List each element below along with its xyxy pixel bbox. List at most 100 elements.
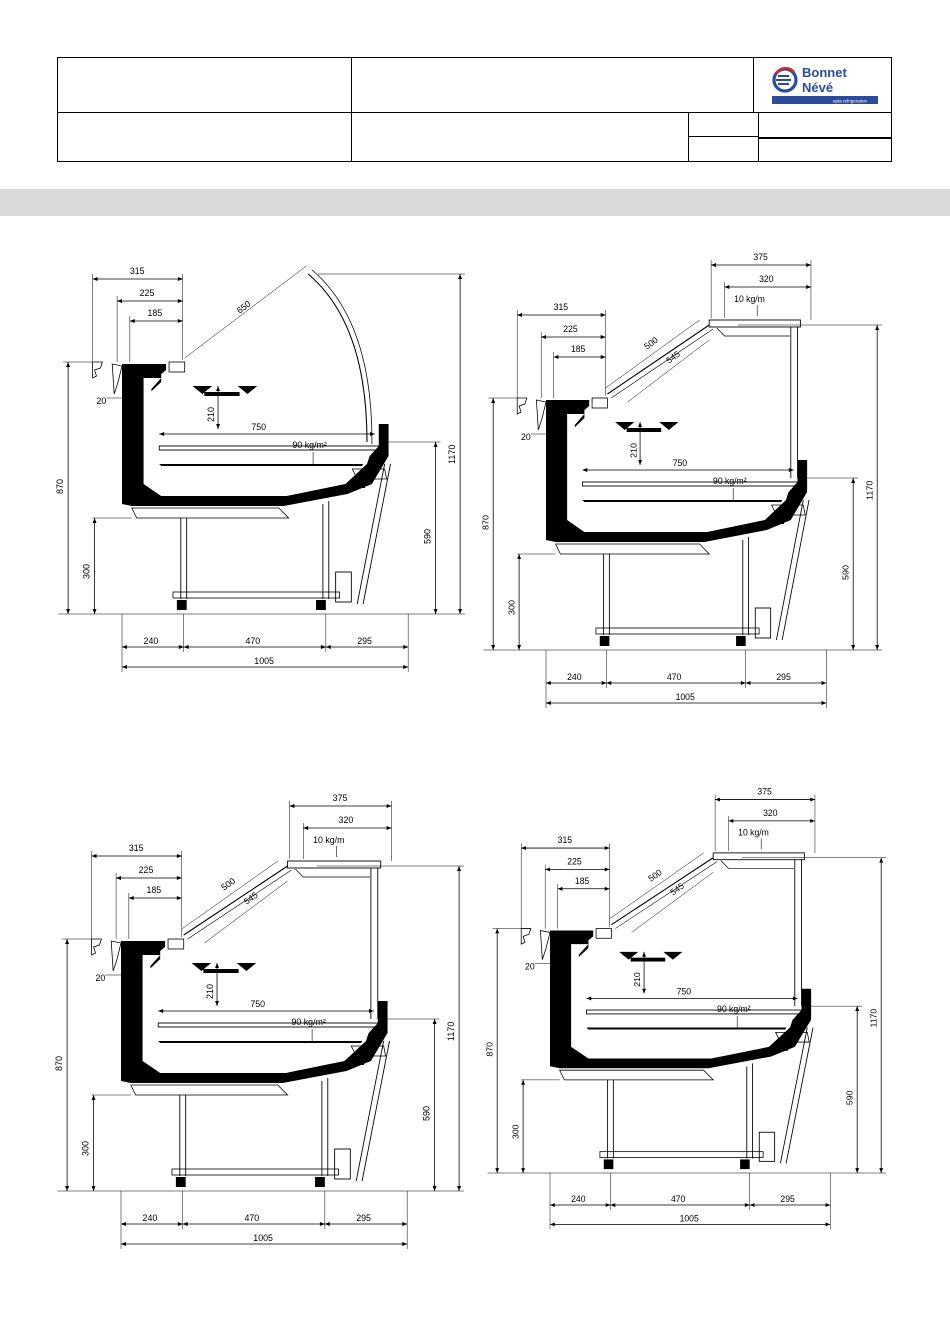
dim-label-295: 295 (780, 1194, 795, 1204)
dim-label-1170: 1170 (868, 1009, 878, 1028)
dim-label-20: 20 (97, 396, 107, 406)
dim-1005 (550, 1222, 831, 1227)
dim-590 (855, 1006, 860, 1173)
dim-label-1170: 1170 (447, 445, 457, 464)
front-glass (607, 324, 710, 395)
dim-label-315: 315 (554, 302, 568, 312)
dim-1170 (458, 274, 463, 614)
top-shelf (712, 852, 805, 861)
top-shelf (708, 319, 801, 328)
load-label-shelf: 90 kg/m² (292, 1017, 326, 1027)
dim-295 (745, 681, 827, 685)
load-label-shelf: 90 kg/m² (717, 1004, 751, 1014)
title-cell-3 (58, 113, 352, 161)
load-label-shelf: 90 kg/m² (713, 476, 747, 486)
display-shelf (586, 1009, 803, 1015)
dim-label-300: 300 (506, 600, 516, 615)
dim-470 (183, 645, 326, 649)
display-shelf (157, 1022, 380, 1028)
dim-1170 (879, 857, 884, 1173)
dim-295 (325, 645, 409, 649)
dim-1170 (875, 325, 880, 650)
dim-750 (582, 468, 794, 472)
dim-295 (749, 1203, 831, 1207)
title-cell-4 (352, 113, 689, 161)
dim-label-1170: 1170 (865, 481, 875, 500)
dim-label-240: 240 (143, 1213, 158, 1223)
dim-label-185: 185 (147, 308, 162, 318)
dim-label-470: 470 (244, 1213, 259, 1223)
brand-tagline: epta refrigeration (833, 99, 868, 104)
dim-185 (553, 355, 606, 359)
dim-label-295: 295 (356, 1213, 371, 1223)
dim-label-185: 185 (571, 344, 585, 354)
dim-label-320: 320 (339, 815, 354, 825)
dim-label-870: 870 (481, 515, 491, 530)
dim-315 (517, 313, 606, 317)
dim-label-210: 210 (632, 972, 642, 987)
curved-glass (307, 273, 368, 443)
bonnet-neve-logo: Bonnet Névé epta refrigeration (772, 65, 878, 104)
dim-label-470: 470 (667, 672, 681, 682)
dim-225 (545, 867, 610, 872)
dim-label-870: 870 (484, 1042, 494, 1057)
dim-590 (433, 442, 438, 614)
dim-label-20: 20 (521, 432, 531, 442)
dim-label-590: 590 (422, 1106, 432, 1121)
dim-185 (557, 886, 610, 891)
dim-210 (215, 963, 219, 1006)
dim-label-1005: 1005 (254, 656, 274, 666)
dim-label-225: 225 (140, 288, 155, 298)
display-shelf (582, 481, 799, 487)
dim-225 (117, 299, 183, 303)
dim-label-295: 295 (357, 636, 372, 646)
dim-label-470: 470 (245, 636, 260, 646)
load-label-top: 10 kg/m (313, 835, 344, 845)
dim-300 (92, 518, 97, 614)
dim-870 (65, 939, 70, 1191)
dim-label-210: 210 (205, 984, 215, 999)
dim-label-185: 185 (575, 876, 590, 886)
dim-375 (715, 797, 815, 802)
brand-line1: Bonnet (802, 65, 847, 80)
dim-225 (541, 335, 606, 339)
dim-label-240: 240 (144, 636, 159, 646)
title-cell-2 (352, 58, 754, 113)
dim-375 (289, 804, 392, 808)
dim-590 (432, 1019, 437, 1191)
dim-label-1005: 1005 (676, 692, 695, 702)
dim-label-1005: 1005 (680, 1213, 699, 1223)
dim-label-240: 240 (571, 1194, 586, 1204)
brand-line2: Névé (802, 80, 833, 95)
dim-750 (158, 1009, 374, 1013)
dim-750 (159, 432, 375, 436)
dim-label-590: 590 (844, 1090, 854, 1105)
dim-label-315: 315 (129, 843, 144, 853)
dim-1170 (457, 866, 462, 1191)
dim-label-750: 750 (250, 999, 265, 1009)
dim-label-300: 300 (510, 1124, 520, 1139)
dim-label-375: 375 (757, 787, 772, 797)
dim-240 (121, 1222, 183, 1226)
dim-225 (116, 876, 182, 880)
dim-1005 (121, 1242, 408, 1246)
title-cell-5 (689, 113, 759, 137)
cabinet-profile (516, 319, 810, 646)
cabinet-profile (520, 852, 814, 1170)
title-cell-7 (759, 137, 891, 139)
top-shelf (287, 860, 382, 869)
dim-240 (122, 645, 184, 649)
dim-1005 (122, 665, 409, 669)
dim-label-375: 375 (333, 793, 348, 803)
dim-label-500: 500 (646, 867, 664, 884)
dim-315 (92, 277, 183, 281)
dim-210 (216, 386, 220, 429)
dim-label-210: 210 (206, 407, 216, 422)
title-block (57, 57, 892, 162)
